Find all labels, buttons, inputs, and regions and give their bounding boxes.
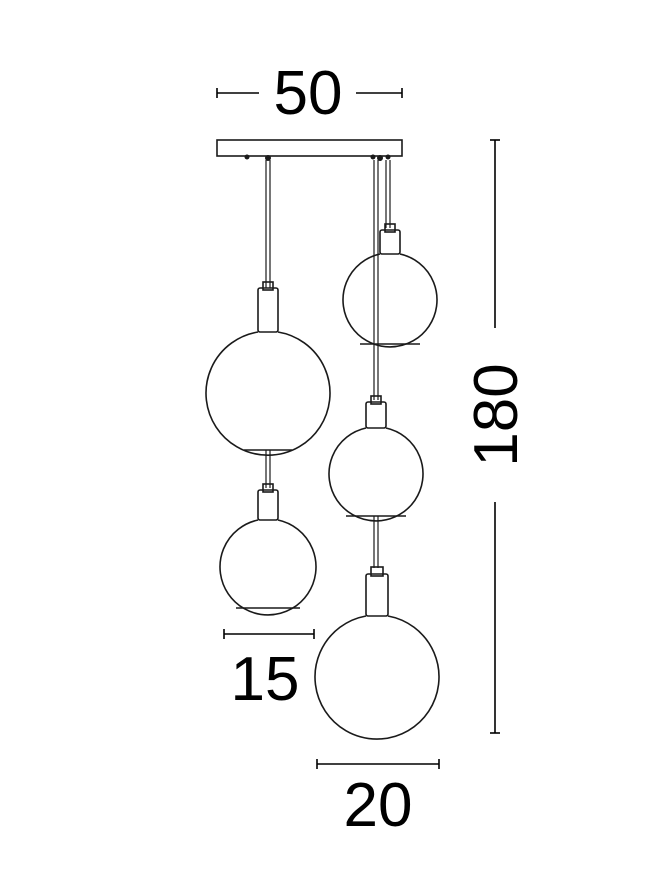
right-pendant-chain — [314, 160, 440, 740]
width-dimension: 50 — [216, 59, 403, 128]
socket — [257, 287, 279, 333]
socket-cap — [262, 281, 274, 291]
height-dimension: 180 — [462, 139, 531, 734]
socket — [379, 229, 401, 255]
small-globe-left — [219, 519, 317, 616]
small-globe-dimension: 15 — [223, 629, 315, 714]
large-globe-left — [205, 331, 331, 456]
left-pendant-chain — [205, 160, 331, 616]
middle-globe-right — [328, 427, 424, 522]
ceiling-canopy — [216, 139, 403, 161]
socket-cap — [370, 566, 384, 577]
socket-cap — [370, 395, 382, 405]
top-globe-right — [342, 253, 438, 348]
width-label: 50 — [274, 59, 343, 128]
large-globe-dimension: 20 — [316, 759, 440, 840]
socket — [365, 573, 389, 617]
height-label: 180 — [462, 363, 531, 466]
socket — [365, 401, 387, 429]
socket-cap — [384, 223, 396, 233]
small-globe-label: 15 — [231, 645, 300, 714]
large-globe-right — [314, 615, 440, 740]
large-globe-label: 20 — [344, 771, 413, 840]
socket — [257, 489, 279, 521]
socket-cap — [262, 483, 274, 493]
